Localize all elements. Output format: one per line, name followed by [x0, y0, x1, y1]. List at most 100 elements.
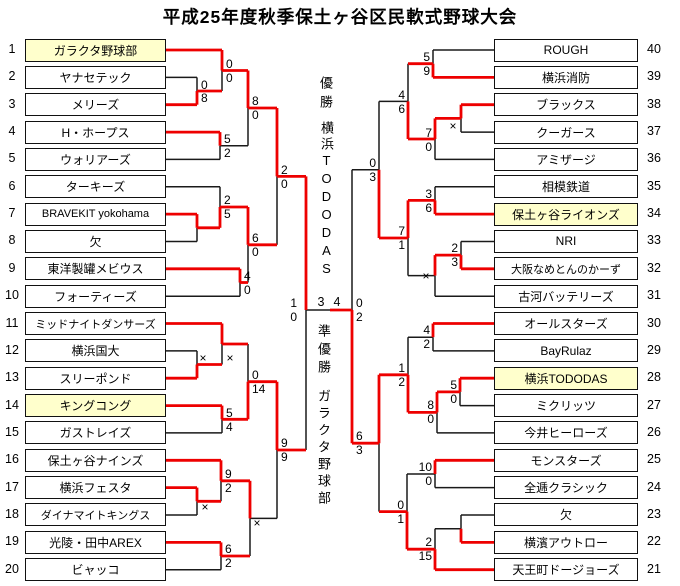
match-score: 0	[252, 245, 259, 259]
seed-number-12: 12	[5, 342, 19, 357]
team-box-3: メリーズ	[25, 93, 166, 117]
team-box-33: NRI	[494, 229, 638, 253]
match-score: 2	[281, 163, 288, 177]
team-box-27: ミクリッツ	[494, 394, 638, 418]
match-score: 14	[252, 382, 266, 396]
seed-number-31: 31	[647, 288, 661, 303]
team-box-7: BRAVEKIT yokohama	[25, 202, 166, 226]
seed-number-13: 13	[5, 370, 19, 385]
team-box-31: 古河バッテリーズ	[494, 284, 638, 308]
match-score: 4	[423, 323, 430, 337]
team-box-26: 今井ヒーローズ	[494, 421, 638, 445]
team-box-13: スリーポンド	[25, 366, 166, 390]
team-box-12: 横浜国大	[25, 339, 166, 363]
match-score: 9	[423, 64, 430, 78]
match-score: 0	[427, 412, 434, 426]
match-score: 0	[226, 71, 233, 85]
match-score: 5	[224, 207, 231, 221]
match-score: 8	[201, 91, 208, 105]
seed-number-35: 35	[647, 178, 661, 193]
match-score: 5	[224, 132, 231, 146]
match-score: 4	[244, 269, 251, 283]
match-score: 6	[398, 102, 405, 116]
match-score: 5	[226, 406, 233, 420]
match-score: 1	[398, 361, 405, 375]
match-score: 0	[201, 78, 208, 92]
team-box-5: ウォリアーズ	[25, 147, 166, 171]
team-box-15: ガストレイズ	[25, 421, 166, 445]
seed-number-32: 32	[647, 260, 661, 275]
seed-number-25: 25	[647, 452, 661, 467]
seed-number-37: 37	[647, 124, 661, 139]
champion-label: 優勝	[318, 76, 333, 114]
seed-number-10: 10	[5, 288, 19, 303]
seed-number-38: 38	[647, 96, 661, 111]
match-score: 9	[281, 450, 288, 464]
seed-number-9: 9	[8, 260, 16, 275]
match-score: 6	[225, 542, 232, 556]
team-box-18: ダイナマイトキングス	[25, 503, 166, 527]
match-score: 3	[451, 255, 458, 269]
forfeit-mark: ×	[199, 351, 207, 365]
forfeit-mark: ×	[422, 269, 430, 283]
match-score: 2	[398, 375, 405, 389]
match-score: 0	[252, 368, 259, 382]
match-score: 6	[356, 429, 363, 443]
seed-number-11: 11	[5, 315, 19, 330]
match-score: 8	[427, 398, 434, 412]
seed-number-8: 8	[8, 233, 16, 248]
match-score: 2	[425, 535, 432, 549]
match-score: 2	[356, 310, 363, 324]
tournament-title: 平成25年度秋季保土ヶ谷区民軟式野球大会	[162, 7, 518, 27]
match-score: 9	[225, 467, 232, 481]
team-box-4: H・ホープス	[25, 120, 166, 144]
match-score: 15	[418, 549, 432, 563]
runner-up-name: ガラクタ野球部	[316, 389, 331, 508]
match-score: 7	[398, 224, 405, 238]
team-box-22: 横濱アウトロー	[494, 530, 638, 554]
team-box-19: 光陵・田中AREX	[25, 530, 166, 554]
seed-number-36: 36	[647, 151, 661, 166]
team-box-10: フォーティーズ	[25, 284, 166, 308]
forfeit-mark: ×	[226, 351, 234, 365]
team-box-16: 保土ヶ谷ナインズ	[25, 448, 166, 472]
match-score: 2	[224, 146, 231, 160]
team-box-8: 欠	[25, 229, 166, 253]
team-box-21: 天王町ドージョーズ	[494, 558, 638, 582]
seed-number-40: 40	[647, 42, 661, 56]
team-box-24: 全逓クラシック	[494, 476, 638, 500]
match-score: 10	[418, 460, 432, 474]
seed-number-34: 34	[647, 206, 661, 221]
team-box-20: ビャッコ	[25, 558, 166, 582]
seed-number-16: 16	[5, 452, 19, 467]
match-score: 0	[425, 474, 432, 488]
match-score: 5	[450, 378, 457, 392]
team-box-30: オールスターズ	[494, 312, 638, 335]
seed-number-33: 33	[647, 233, 661, 248]
forfeit-mark: ×	[253, 516, 261, 530]
team-box-14: キングコング	[25, 394, 166, 418]
match-score: 4	[226, 420, 233, 434]
match-score: 2	[225, 481, 232, 495]
match-score: 1	[290, 296, 297, 310]
team-box-6: ターキーズ	[25, 175, 166, 199]
match-score: 3	[425, 187, 432, 201]
seed-number-22: 22	[647, 534, 661, 549]
final-score-left: 3	[317, 295, 325, 309]
match-score: 0	[290, 310, 297, 324]
match-score: 0	[252, 108, 259, 122]
match-score: 0	[369, 156, 376, 170]
seed-number-26: 26	[647, 424, 661, 439]
seed-number-21: 21	[647, 561, 661, 576]
team-box-11: ミッドナイトダンサーズ	[25, 312, 166, 335]
seed-number-7: 7	[8, 206, 16, 221]
team-box-32: 大阪なめとんのかーず	[494, 257, 638, 281]
team-box-39: 横浜消防	[494, 65, 638, 89]
match-score: 0	[226, 57, 233, 71]
match-score: 0	[425, 140, 432, 154]
team-box-23: 欠	[494, 503, 638, 527]
seed-number-23: 23	[647, 506, 661, 521]
match-score: 0	[244, 283, 251, 297]
